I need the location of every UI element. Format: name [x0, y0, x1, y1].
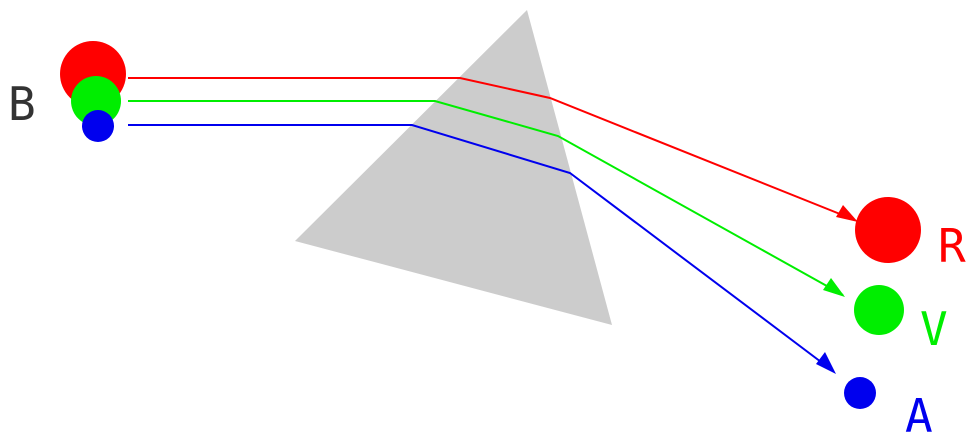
red-label: R [938, 219, 966, 273]
output-green-circle [854, 285, 904, 335]
prism [295, 10, 612, 325]
source-blue-circle [82, 110, 114, 142]
red-arrowhead [836, 205, 858, 222]
output-blue-circle [844, 377, 876, 409]
green-arrowhead [823, 278, 845, 297]
source-label: B [8, 77, 36, 131]
green-label: V [920, 302, 948, 356]
blue-arrowhead [816, 352, 836, 374]
blue-label: A [905, 389, 933, 436]
output-red-circle [855, 197, 921, 263]
